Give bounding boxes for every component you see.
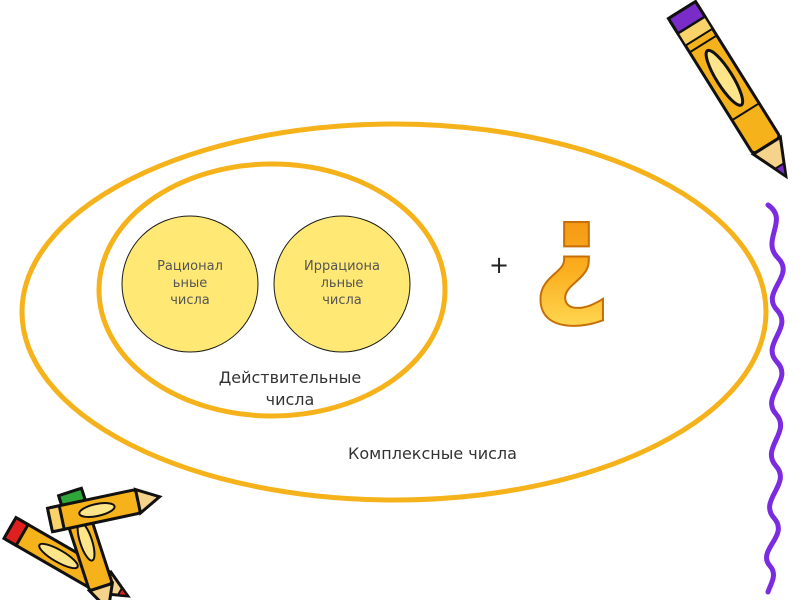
- irrational-line-1: Иррациона: [304, 259, 380, 274]
- question-mark-glyph: ?: [531, 188, 612, 351]
- question-mark-icon: ?: [530, 187, 613, 352]
- decorative-squiggle-icon: [764, 202, 786, 595]
- pencil-top-right-icon: [666, 0, 788, 180]
- irrational-numbers-label: Иррациона льные числа: [292, 258, 392, 309]
- pencil-bottom-left-yellow-icon: [45, 487, 163, 534]
- real-line-1: Действительные: [218, 368, 362, 387]
- real-line-2: числа: [265, 390, 315, 409]
- irrational-line-2: льные: [320, 276, 364, 291]
- complex-numbers-label: Комплексные числа: [348, 444, 517, 463]
- rational-numbers-label: Рационал ьные числа: [140, 258, 240, 309]
- plus-sign: +: [488, 251, 510, 279]
- rational-numbers-circle: [121, 215, 259, 353]
- rational-line-3: числа: [170, 293, 210, 308]
- rational-line-1: Рационал: [157, 259, 223, 274]
- real-numbers-label: Действительные числа: [195, 367, 385, 411]
- irrational-line-3: числа: [322, 293, 362, 308]
- rational-line-2: ьные: [172, 276, 208, 291]
- irrational-numbers-circle: [273, 215, 411, 353]
- real-numbers-ellipse: [96, 161, 448, 419]
- complex-numbers-ellipse: [19, 121, 769, 503]
